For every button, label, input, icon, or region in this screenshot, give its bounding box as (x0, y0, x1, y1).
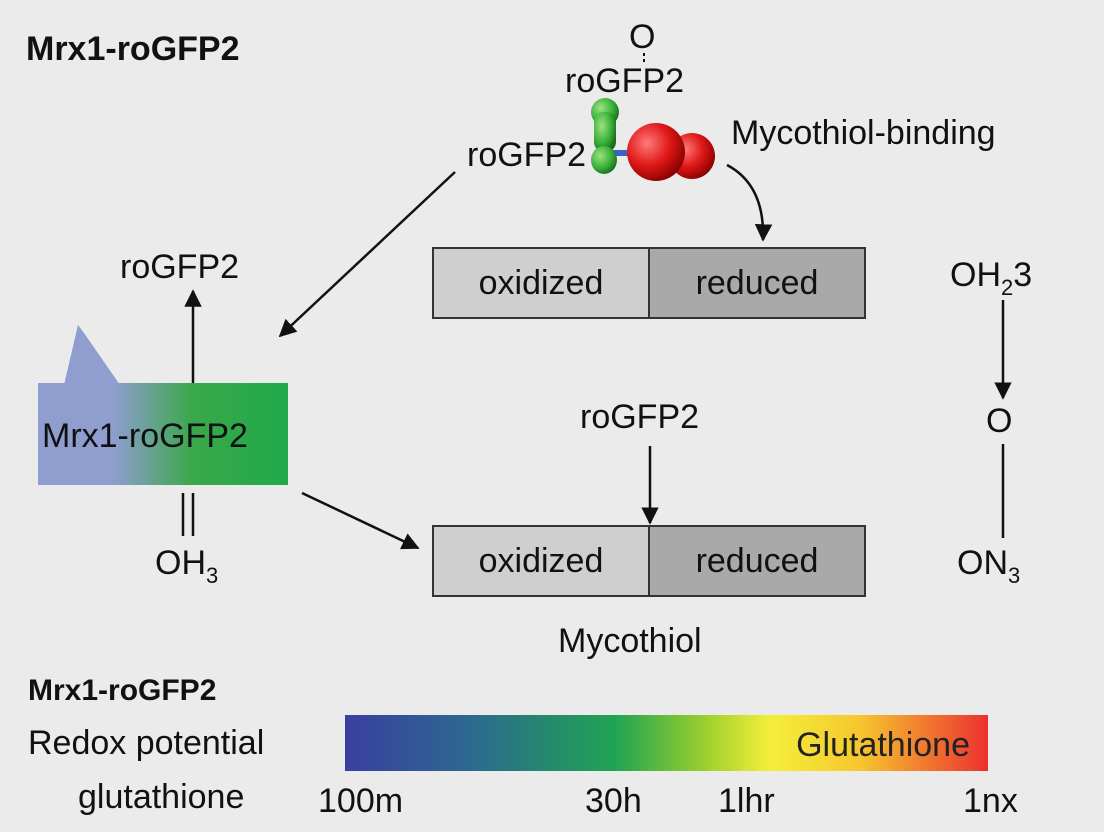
side-rogfp2-label: roGFP2 (467, 136, 587, 174)
redox-colorbar: Glutathione (345, 715, 988, 771)
colorbar-label: Glutathione (796, 726, 970, 764)
right-o-label: O (986, 402, 1013, 440)
left-oh3-label: OH3 (155, 544, 219, 588)
middle-rogfp2-label: roGFP2 (580, 398, 700, 436)
arrow-fusion-to-bottom-box (301, 491, 420, 550)
right-on3-label: ON3 (957, 544, 1021, 588)
right-oh23-label: OH23 (950, 256, 1033, 300)
state-top-reduced: reduced (650, 249, 864, 317)
colorbar-tick-2: 30h (585, 782, 642, 820)
fusion-label: Mrx1-roGFP2 (42, 417, 248, 455)
legend-title: Mrx1-roGFP2 (28, 674, 217, 707)
state-box-bottom: oxidized reduced (432, 525, 866, 597)
mycothiol-label: Mycothiol (558, 622, 702, 660)
top-o-label: O (629, 18, 656, 56)
diagram-title: Mrx1-roGFP2 (26, 30, 240, 68)
colorbar-tick-1: 100m (318, 782, 404, 820)
mycothiol-binding-label: Mycothiol-binding (731, 114, 996, 152)
top-rogfp2-label: roGFP2 (565, 62, 685, 100)
state-top-oxidized: oxidized (434, 249, 650, 317)
arrow-rogfp2-to-fusion (278, 171, 456, 338)
fusion-peak-shape (64, 325, 120, 385)
legend-line-redox: Redox potential (28, 724, 265, 762)
legend-line-glutathione: glutathione (78, 778, 245, 816)
colorbar-tick-4: 1nx (963, 782, 1018, 820)
left-rogfp2-label: roGFP2 (120, 248, 240, 286)
state-box-top: oxidized reduced (432, 247, 866, 319)
mycothiol-molecule-icon (591, 98, 715, 181)
colorbar-tick-3: 1lhr (718, 782, 775, 820)
mrx1-rogfp2-fusion-block (38, 383, 288, 485)
arrow-molecule-to-box (726, 163, 773, 242)
state-bottom-reduced: reduced (650, 527, 864, 595)
state-bottom-oxidized: oxidized (434, 527, 650, 595)
